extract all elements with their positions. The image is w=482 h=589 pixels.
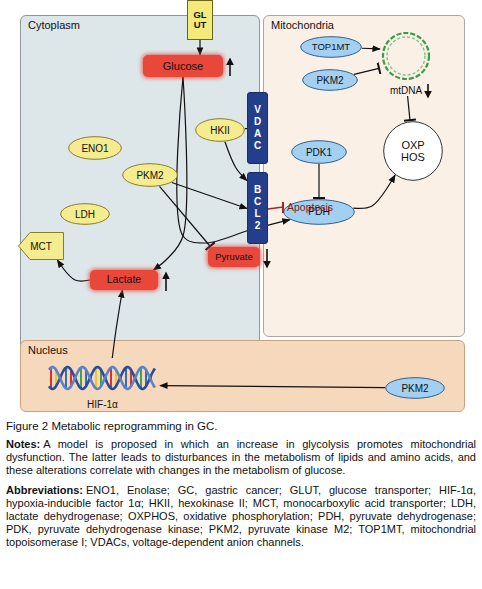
ellipse-outline	[196, 119, 245, 142]
transporter-box: GL UT	[187, 0, 213, 40]
ellipse-outline	[384, 122, 443, 181]
notes-text: A model is proposed in which an increase…	[6, 438, 476, 476]
compartment-panel: CytoplasmGlucoseHKII ENO1PKM2LDH MCT Lactat…	[20, 15, 260, 350]
ellipse-outline	[303, 70, 358, 91]
enzyme-name: PKM2	[136, 170, 163, 181]
channel-name: VDAC	[252, 104, 263, 152]
base-pair	[110, 368, 112, 389]
enzyme-name: ENO1	[81, 143, 108, 154]
abbreviations-heading: Abbreviations:	[6, 484, 83, 496]
caption-area: Figure 2 Metabolic reprogramming in GC. N…	[6, 419, 476, 556]
ellipse-outline	[61, 204, 110, 225]
gene-helix: HIF-1α	[45, 358, 160, 410]
enzyme-ellipse: TOP1MT	[300, 36, 362, 58]
metabolite-name: Pyruvate	[215, 252, 253, 262]
increase-arrow	[165, 273, 167, 291]
metabolite-box: Pyruvate	[208, 247, 260, 267]
base-pair	[140, 368, 142, 389]
decrease-arrow	[427, 84, 429, 97]
arrow-connector	[199, 40, 200, 55]
enzyme-ellipse: LDH	[60, 203, 110, 225]
inhibition-bar	[282, 202, 284, 213]
enzyme-ellipse: ENO1	[68, 136, 122, 160]
dna-ring	[387, 37, 425, 75]
ellipse-outline	[386, 378, 445, 399]
decoration-layer	[0, 0, 482, 416]
process-name: OXP HOS	[397, 139, 429, 163]
enzyme-ellipse: PKM2	[122, 163, 178, 187]
ellipse-outline	[284, 200, 355, 225]
metabolite-box: Glucose	[143, 55, 223, 77]
enzyme-name: PKM2	[316, 75, 343, 86]
transporter-name: GL UT	[188, 10, 212, 31]
dna-strand	[49, 367, 155, 389]
transporter-name: MCT	[30, 241, 52, 252]
ellipse-outline	[292, 141, 347, 164]
ellipse-outline	[69, 137, 122, 160]
mtdna-ring: mtDNA	[380, 30, 432, 96]
process-circle: OXP HOS	[383, 121, 443, 181]
process-label: Apoptosis	[287, 201, 333, 213]
inhibition-connector	[318, 164, 319, 199]
compartment-panel: MitochondriaTOP1MTPKM2mtDNAPDK1PDHOXP HO…	[263, 15, 465, 337]
enzyme-name: TOP1MT	[312, 42, 350, 52]
figure-caption: Figure 2 Metabolic reprogramming in GC.	[6, 419, 476, 433]
decrease-arrow	[266, 249, 268, 267]
metabolite-name: Lactate	[107, 274, 141, 286]
enzyme-ellipse: PKM2	[385, 377, 445, 399]
compartment-label: Mitochondria	[271, 19, 334, 31]
protein-name: BCL2	[252, 184, 263, 232]
enzyme-ellipse: HKII	[195, 118, 245, 142]
base-pair	[80, 368, 82, 389]
dna-strand	[49, 367, 155, 389]
mtdna-label: mtDNA	[390, 85, 422, 96]
metabolite-box: Lactate	[90, 270, 158, 290]
note-paragraph: Abbreviations:ENO1, Enolase; GC, gastric…	[6, 484, 476, 549]
compartment-label: Cytoplasm	[28, 19, 80, 31]
ellipse-outline	[123, 164, 178, 187]
dna-ring	[383, 33, 429, 79]
enzyme-name: LDH	[75, 209, 95, 220]
enzyme-name: PKM2	[401, 383, 428, 394]
base-pair	[125, 368, 127, 389]
gene-name: HIF-1α	[87, 399, 118, 410]
base-pair	[95, 368, 97, 389]
base-pair	[50, 368, 52, 389]
enzyme-ellipse: PKM2	[302, 69, 358, 91]
transporter-arrow: MCT	[18, 232, 64, 260]
note-paragraph: Notes:A model is proposed in which an in…	[6, 438, 476, 477]
ellipse-outline	[301, 37, 362, 58]
compartment-panel: NucleusHIF-1α PKM2	[20, 340, 465, 412]
enzyme-ellipse: PDK1	[291, 140, 347, 164]
arrow-outline	[19, 233, 64, 260]
base-pair	[65, 368, 67, 389]
diagram-stage: GL UTCytoplasmGlucoseHKIIENO1PKM2LDHMCTL…	[0, 0, 482, 416]
compartment-label: Nucleus	[28, 344, 68, 356]
enzyme-name: HKII	[210, 125, 229, 136]
enzyme-name: PDK1	[306, 147, 332, 158]
metabolite-name: Glucose	[163, 60, 203, 72]
increase-arrow	[229, 59, 231, 76]
protein-box: BCL2	[247, 172, 268, 244]
notes-heading: Notes:	[6, 438, 40, 450]
channel-box: VDAC	[247, 92, 268, 164]
